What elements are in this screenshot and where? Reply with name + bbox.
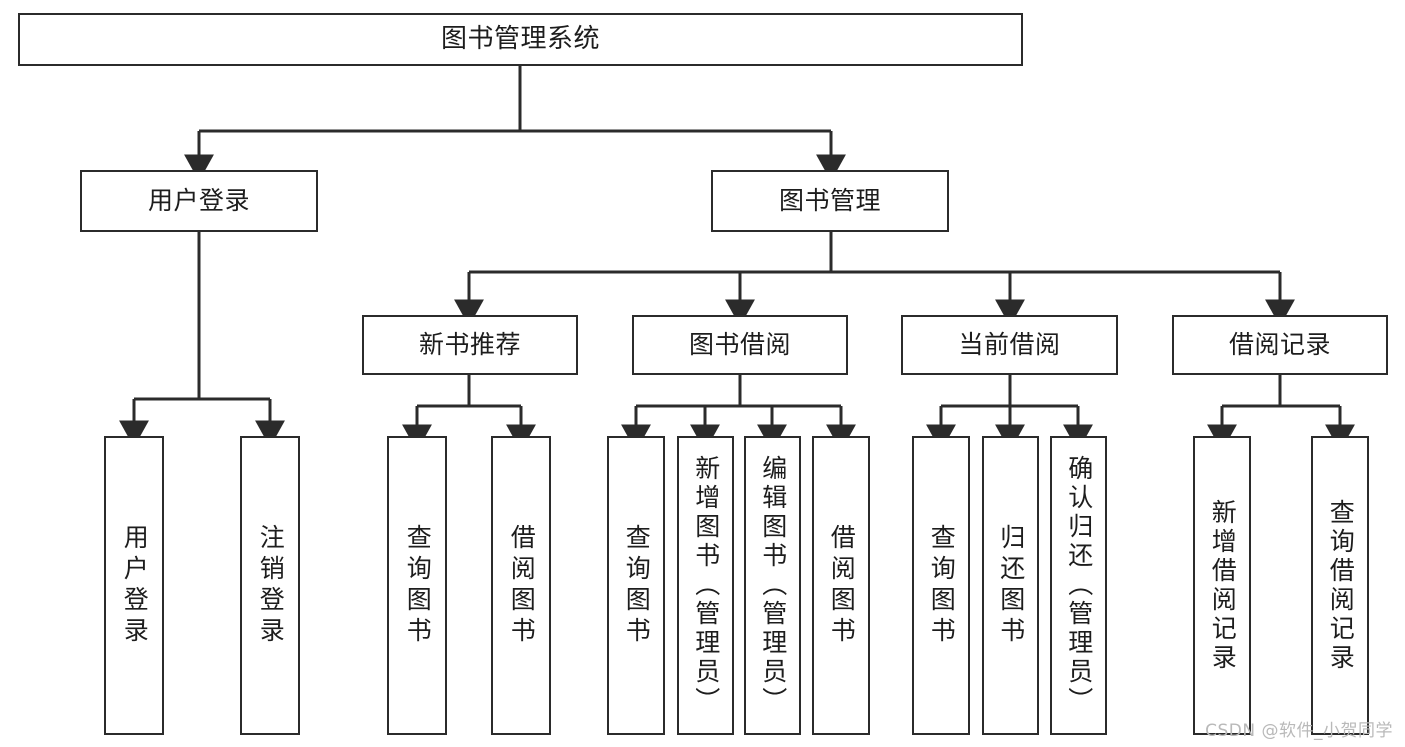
leaf-query-book-recommend[interactable]: 查询图书 xyxy=(387,436,447,735)
node-label: 用户登录 xyxy=(147,186,250,216)
node-root-system[interactable]: 图书管理系统 xyxy=(18,13,1023,66)
node-label: 归还图书 xyxy=(996,523,1026,648)
node-label: 确认归还（管理员） xyxy=(1064,455,1094,716)
node-label: 查询图书 xyxy=(927,523,957,648)
node-label: 查询借阅记录 xyxy=(1326,498,1356,673)
node-new-book-recommend[interactable]: 新书推荐 xyxy=(362,315,578,375)
leaf-query-book-current[interactable]: 查询图书 xyxy=(912,436,970,735)
node-label: 查询图书 xyxy=(622,523,652,648)
watermark-text: CSDN @软件_小贺同学 xyxy=(1205,721,1393,741)
node-user-login[interactable]: 用户登录 xyxy=(80,170,318,232)
leaf-confirm-return-admin[interactable]: 确认归还（管理员） xyxy=(1050,436,1107,735)
leaf-user-login[interactable]: 用户登录 xyxy=(104,436,164,735)
node-label: 借阅记录 xyxy=(1228,330,1331,360)
node-label: 新书推荐 xyxy=(418,330,521,360)
leaf-borrow-book[interactable]: 借阅图书 xyxy=(812,436,870,735)
node-label: 新增借阅记录 xyxy=(1208,498,1238,673)
leaf-borrow-book-recommend[interactable]: 借阅图书 xyxy=(491,436,551,735)
node-label: 借阅图书 xyxy=(827,523,857,648)
node-label: 当前借阅 xyxy=(958,330,1061,360)
leaf-query-book-borrow[interactable]: 查询图书 xyxy=(607,436,665,735)
node-label: 图书管理系统 xyxy=(440,24,600,55)
node-label: 新增图书（管理员） xyxy=(691,455,721,716)
node-current-borrow[interactable]: 当前借阅 xyxy=(901,315,1118,375)
node-label: 用户登录 xyxy=(120,523,150,648)
node-label: 图书管理 xyxy=(778,186,881,216)
leaf-query-borrow-record[interactable]: 查询借阅记录 xyxy=(1311,436,1369,735)
leaf-return-book[interactable]: 归还图书 xyxy=(982,436,1039,735)
leaf-user-logout[interactable]: 注销登录 xyxy=(240,436,300,735)
node-label: 编辑图书（管理员） xyxy=(758,455,788,716)
leaf-add-book-admin[interactable]: 新增图书（管理员） xyxy=(677,436,734,735)
node-book-management[interactable]: 图书管理 xyxy=(711,170,949,232)
leaf-edit-book-admin[interactable]: 编辑图书（管理员） xyxy=(744,436,801,735)
node-book-borrow[interactable]: 图书借阅 xyxy=(632,315,848,375)
leaf-add-borrow-record[interactable]: 新增借阅记录 xyxy=(1193,436,1251,735)
node-borrow-record[interactable]: 借阅记录 xyxy=(1172,315,1388,375)
node-label: 借阅图书 xyxy=(507,523,537,648)
node-label: 注销登录 xyxy=(256,523,286,648)
node-label: 图书借阅 xyxy=(688,330,791,360)
node-label: 查询图书 xyxy=(403,523,433,648)
